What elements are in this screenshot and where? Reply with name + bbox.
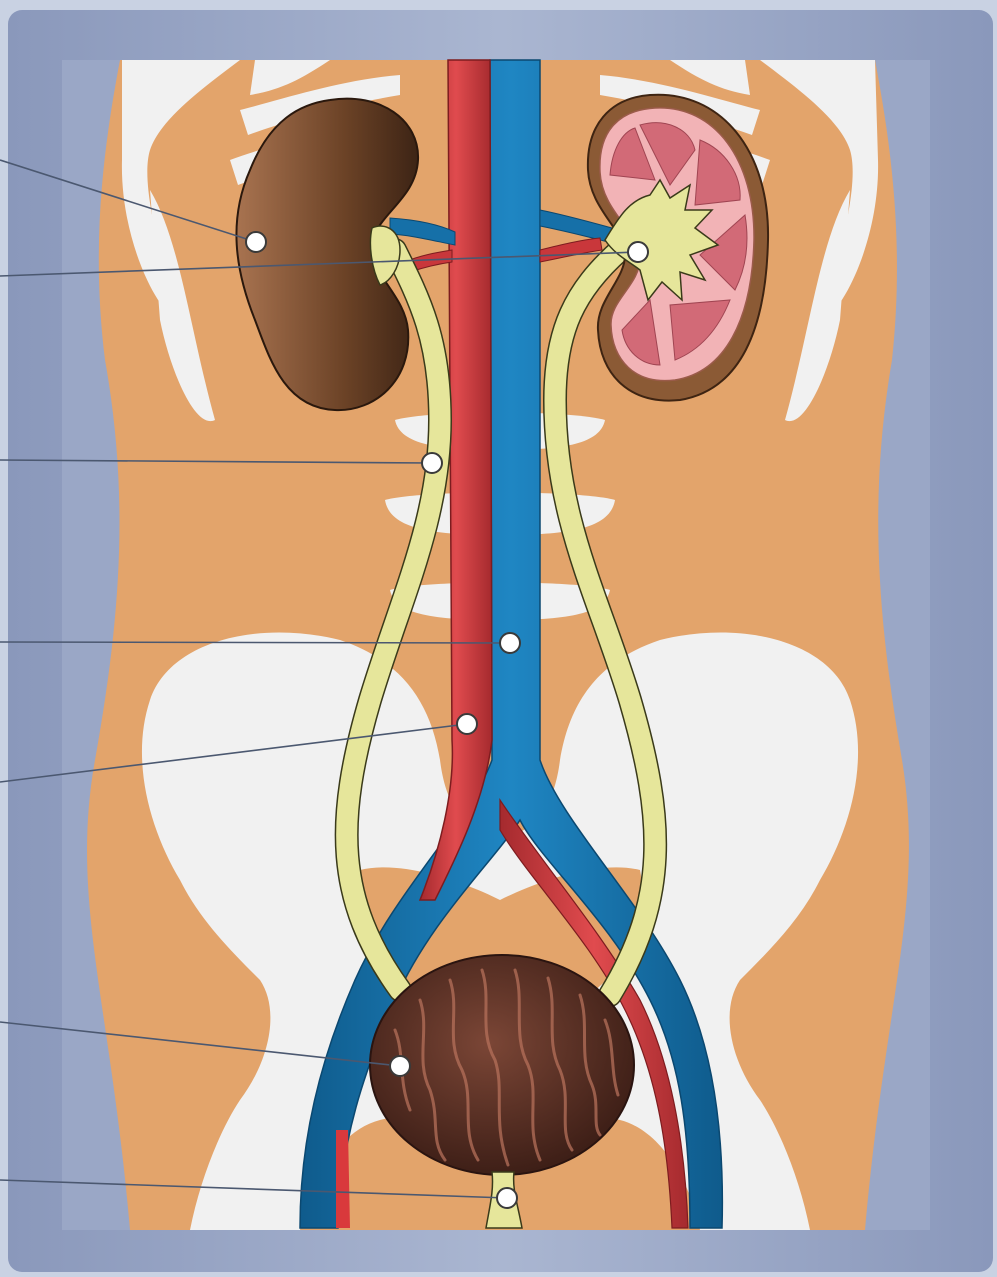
marker-vena-cava[interactable] [500, 633, 520, 653]
marker-renal-pelvis[interactable] [628, 242, 648, 262]
marker-left-kidney[interactable] [246, 232, 266, 252]
leader-line-4 [0, 642, 510, 643]
marker-bladder[interactable] [390, 1056, 410, 1076]
marker-urethra[interactable] [497, 1188, 517, 1208]
marker-aorta[interactable] [457, 714, 477, 734]
marker-ureter[interactable] [422, 453, 442, 473]
